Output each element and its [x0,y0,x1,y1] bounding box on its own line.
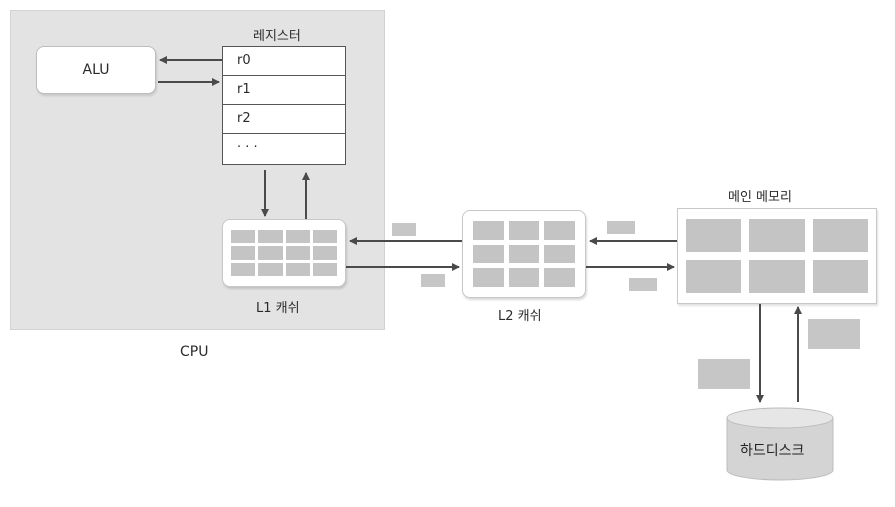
cache-cell [473,244,504,264]
cache-cell [231,246,256,260]
register-table: r0 r1 r2 · · · [222,46,346,165]
l2-cache-label: L2 캐쉬 [498,309,542,324]
l2-cache-box [462,210,586,298]
cache-cell [258,262,283,276]
l1-cache-label: L1 캐쉬 [256,301,300,316]
cache-cell [473,221,504,240]
cache-cell [258,230,283,244]
registers-title: 레지스터 [253,29,301,44]
alu-box: ALU [36,46,156,94]
transfer-block [698,359,750,389]
cache-cell [508,268,540,287]
cache-cell [285,262,310,276]
cache-cell [231,230,256,244]
cache-cell [285,230,310,244]
main-memory-label: 메인 메모리 [728,190,792,205]
cache-cell [312,230,337,244]
cache-cell [312,246,337,260]
register-r1: r1 [223,76,345,105]
cache-cell [285,246,310,260]
cache-cell [258,246,283,260]
cpu-label: CPU [180,344,209,360]
transfer-block [629,278,657,291]
cache-cell [231,262,256,276]
l1-cache-box [222,219,346,287]
cache-cell [473,268,504,287]
cache-cell [312,262,337,276]
cache-cell [508,244,540,264]
hard-disk-label: 하드디스크 [740,443,805,459]
transfer-block [808,319,860,349]
memory-cell [749,260,805,293]
cache-cell [508,221,540,240]
cache-cell [544,221,575,240]
hard-disk-cylinder [726,407,834,481]
memory-cell [686,219,742,252]
cache-cell [544,268,575,287]
main-memory-box [677,208,877,304]
transfer-block [392,223,416,236]
transfer-block [607,221,635,234]
register-r0: r0 [223,47,345,76]
memory-cell [749,219,805,252]
cache-cell [544,244,575,264]
memory-cell [686,260,742,293]
memory-cell [812,219,868,252]
register-r2: r2 [223,105,345,134]
transfer-block [421,274,445,287]
memory-cell [812,260,868,293]
register-ellipsis: · · · [237,140,258,155]
